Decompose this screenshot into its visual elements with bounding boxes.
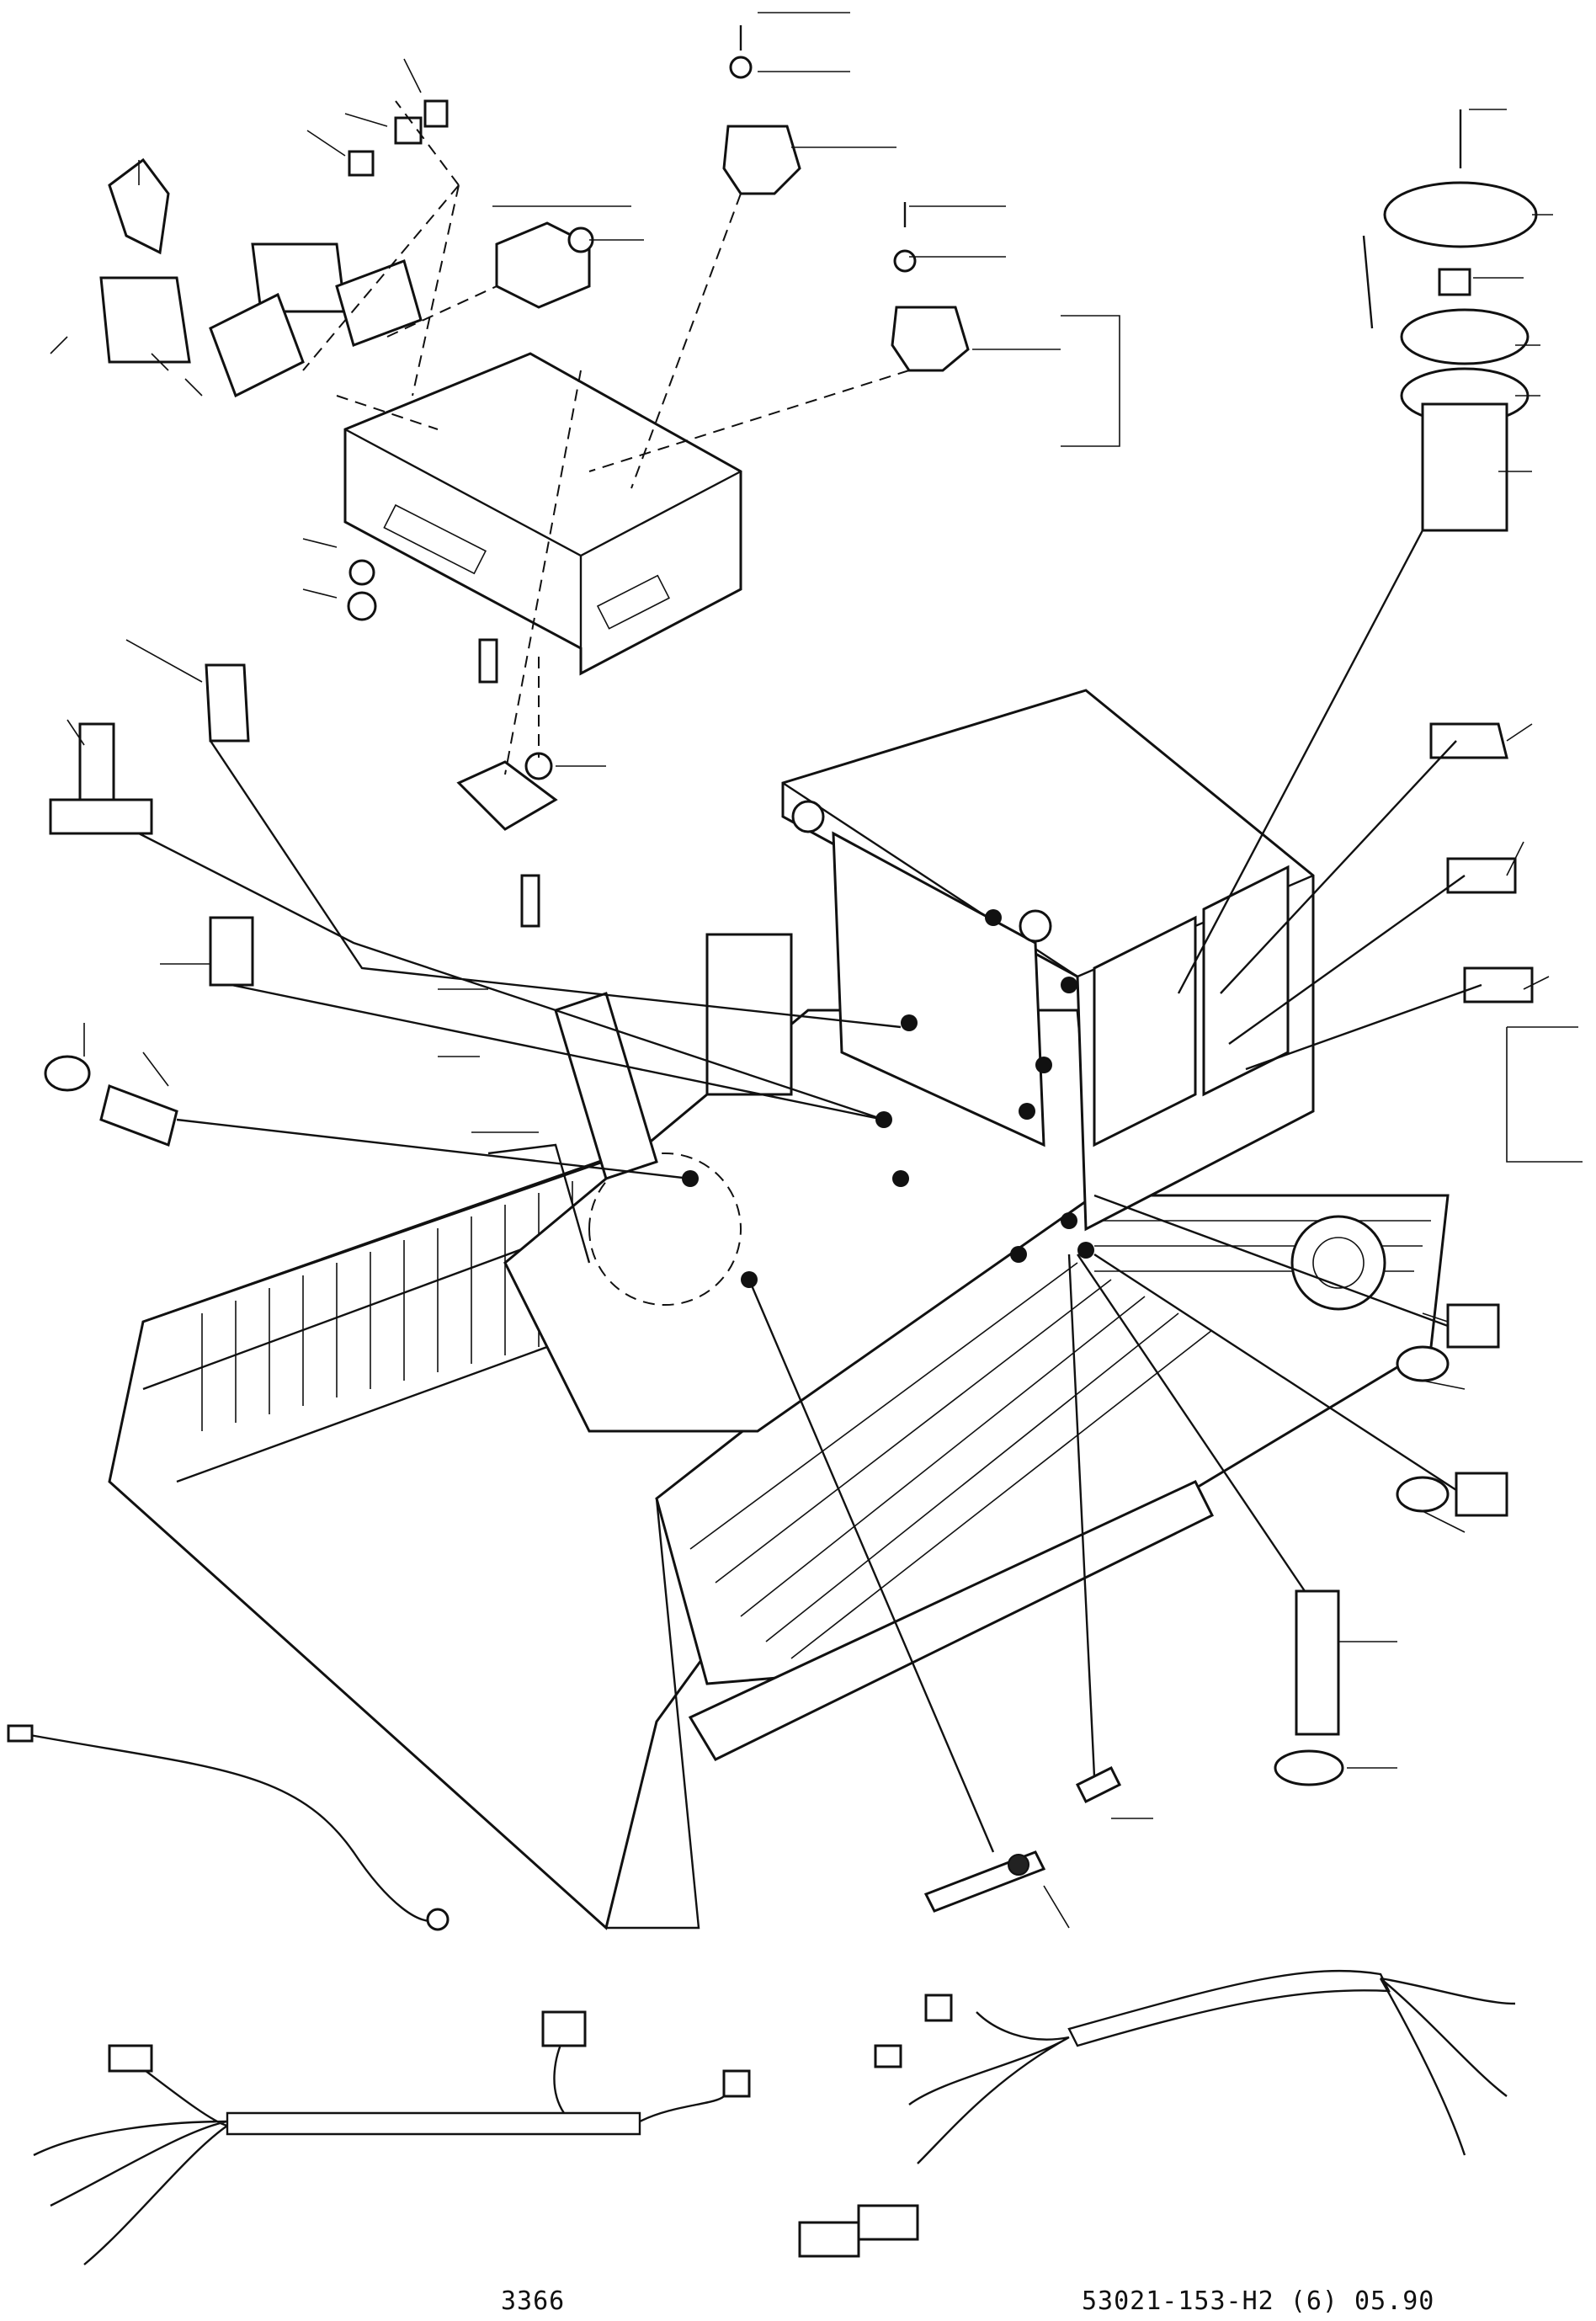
controller-box-assembly [99,99,742,928]
operator-cab [781,689,1315,1232]
bottom-components [7,1254,1516,2265]
leader-lines [50,12,1583,1929]
left-sensors [44,663,902,1180]
right-sensors [1077,722,1534,1786]
reference-code: 53021-153-H2 (6) 05.90 [1082,2286,1435,2316]
drawing-number: 3366 [501,2286,566,2316]
fuel-sender-assembly [1177,109,1538,994]
relay-assembly [588,25,970,489]
track-assembly [655,1194,1450,1761]
dozer-illustration [108,689,1450,1930]
